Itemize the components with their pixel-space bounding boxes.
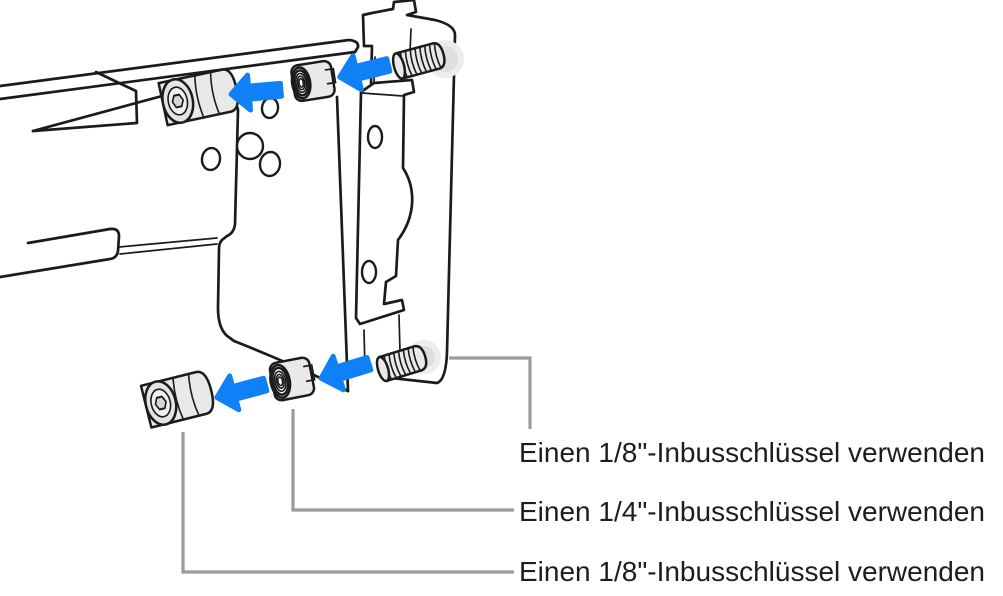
arrow-left-icon	[337, 53, 393, 93]
bracket-lower-edge	[398, 314, 401, 353]
latch-hole	[360, 259, 378, 285]
lower-rail-strip	[118, 237, 218, 255]
threaded-screw-top	[391, 40, 464, 80]
plate-hole	[258, 150, 282, 178]
arrow-left-icon	[228, 72, 284, 113]
plate-hole	[200, 146, 222, 172]
callout-line-threaded-screw	[449, 356, 532, 429]
rail-bevel-corner	[31, 70, 139, 133]
plate-right-edge	[335, 95, 350, 393]
callout-line-socket-screw	[181, 432, 514, 574]
plate-hole	[235, 131, 265, 161]
socket-screw-bottom	[139, 370, 215, 429]
threaded-screw-bottom	[375, 340, 441, 383]
lower-rail-bar	[0, 227, 121, 279]
socket-screw-top	[157, 68, 240, 127]
standoff-nut-bottom	[268, 356, 316, 402]
callout-line-standoff-nut	[291, 409, 514, 512]
label-hex-key-1-8-top: Einen 1/8"-Inbusschlüssel verwenden	[519, 437, 985, 468]
rail-plate	[197, 70, 350, 393]
standoff-nut-top	[290, 59, 337, 103]
arrow-left-icon	[318, 353, 374, 393]
rail-top-edge	[0, 38, 360, 101]
arrow-left-icon	[214, 373, 270, 413]
latch-hole	[366, 124, 384, 150]
bracket-latch	[354, 78, 416, 326]
label-hex-key-1-8-bottom: Einen 1/8"-Inbusschlüssel verwenden	[519, 556, 985, 587]
label-hex-key-1-4: Einen 1/4"-Inbusschlüssel verwenden	[519, 496, 985, 527]
